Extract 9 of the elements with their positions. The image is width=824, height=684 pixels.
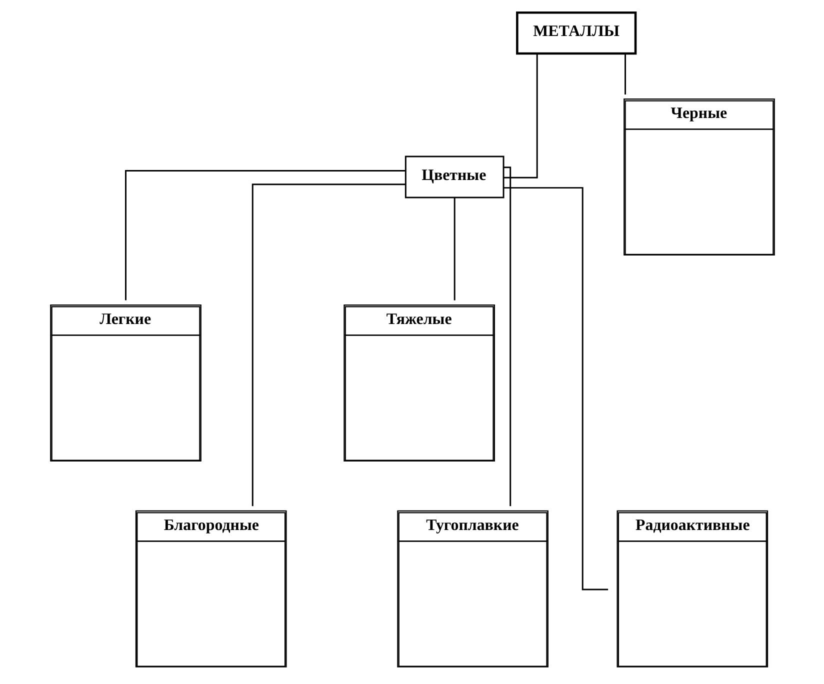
node-box: МЕТАЛЛЫ <box>516 11 636 55</box>
connector <box>251 184 405 506</box>
connector <box>503 166 511 506</box>
connector <box>624 54 626 94</box>
connector <box>124 170 405 300</box>
node-box: Цветные <box>404 156 504 198</box>
connector <box>453 198 455 300</box>
connector <box>503 54 538 178</box>
connector <box>503 187 608 590</box>
